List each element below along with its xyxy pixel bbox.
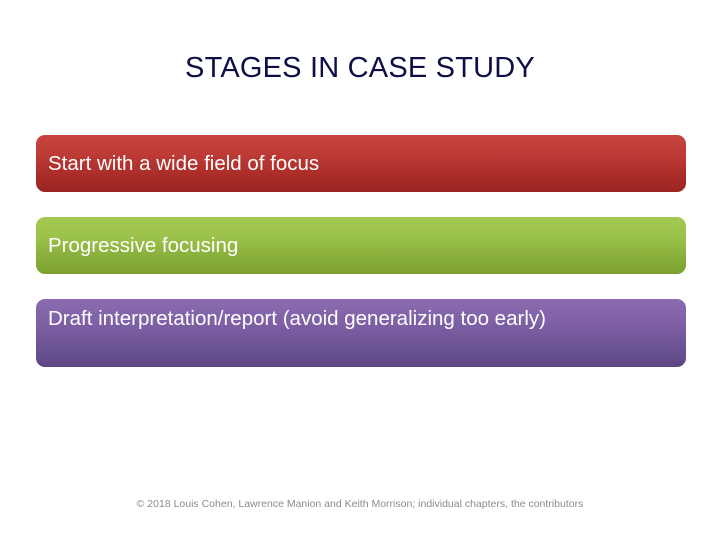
stage-bar-3[interactable]: Draft interpretation/report (avoid gener… xyxy=(36,299,686,367)
page-title: STAGES IN CASE STUDY xyxy=(185,52,535,84)
copyright-footer: © 2018 Louis Cohen, Lawrence Manion and … xyxy=(136,498,584,510)
stage-bar-2-label: Progressive focusing xyxy=(48,233,239,257)
stage-bar-1[interactable]: Start with a wide field of focus xyxy=(36,135,686,192)
stage-bar-3-label: Draft interpretation/report (avoid gener… xyxy=(48,307,546,330)
stage-bar-1-label: Start with a wide field of focus xyxy=(48,151,320,175)
stage-bar-2[interactable]: Progressive focusing xyxy=(36,217,686,274)
